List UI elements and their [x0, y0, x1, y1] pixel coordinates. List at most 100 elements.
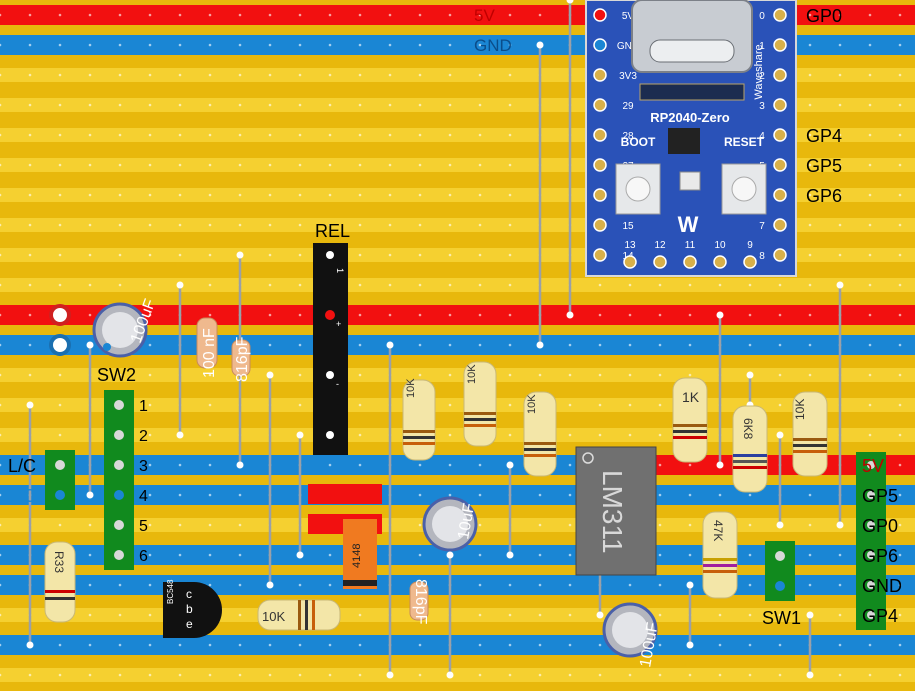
hole	[778, 403, 782, 407]
hole	[478, 13, 482, 17]
hole	[538, 643, 542, 647]
hole	[568, 343, 572, 347]
hole	[448, 163, 452, 167]
hole	[148, 13, 152, 17]
hole	[478, 43, 482, 47]
cap-816pf-top-body	[231, 339, 251, 377]
resistor-10k-bottom-label: 10K	[262, 609, 285, 624]
wire-end	[506, 551, 514, 559]
band	[403, 442, 435, 445]
hole	[118, 373, 122, 377]
band	[524, 442, 556, 445]
hole	[358, 253, 362, 257]
hole	[118, 43, 122, 47]
hole	[568, 553, 572, 557]
hole	[508, 223, 512, 227]
rail-label-gnd: GND	[474, 36, 512, 55]
hole	[418, 133, 422, 137]
hole	[838, 583, 842, 587]
hole	[868, 253, 872, 257]
hole	[898, 673, 902, 677]
hole	[298, 313, 302, 317]
hole	[0, 13, 2, 17]
wire-end	[266, 371, 274, 379]
hole	[718, 643, 722, 647]
hole	[58, 403, 62, 407]
hole	[478, 313, 482, 317]
hole	[88, 223, 92, 227]
hole	[358, 193, 362, 197]
band	[298, 600, 301, 630]
hole	[718, 673, 722, 677]
hole	[238, 613, 242, 617]
hole	[268, 43, 272, 47]
hole	[148, 553, 152, 557]
hole	[298, 673, 302, 677]
hole	[418, 223, 422, 227]
hole	[448, 313, 452, 317]
hole	[28, 103, 32, 107]
hole	[58, 433, 62, 437]
wire-end	[26, 401, 34, 409]
band	[45, 590, 75, 593]
mcu-bottom-pin	[683, 255, 697, 269]
hole	[808, 43, 812, 47]
mcu-brand: Waveshare	[753, 44, 765, 99]
sw2-number: 3	[139, 458, 148, 475]
hole	[658, 493, 662, 497]
wire-end	[566, 0, 574, 4]
wire-end	[806, 671, 814, 679]
band	[733, 466, 767, 469]
hole	[58, 43, 62, 47]
hole	[448, 223, 452, 227]
hole	[748, 523, 752, 527]
band	[403, 436, 435, 439]
hole	[328, 43, 332, 47]
hole	[808, 313, 812, 317]
hole	[88, 613, 92, 617]
hole	[118, 253, 122, 257]
hole	[448, 43, 452, 47]
mcu-left-pin-label: 3V3	[619, 71, 637, 82]
wire-end	[236, 251, 244, 259]
hole	[58, 523, 62, 527]
hole	[898, 643, 902, 647]
hole	[898, 253, 902, 257]
mcu-left-pin-label: 5V	[622, 11, 635, 22]
band	[524, 454, 556, 457]
hole	[448, 253, 452, 257]
hole	[448, 103, 452, 107]
hole	[868, 103, 872, 107]
rgb-led	[679, 171, 701, 191]
hole	[178, 523, 182, 527]
hole	[358, 133, 362, 137]
hole	[538, 13, 542, 17]
band	[524, 448, 556, 451]
hole	[58, 193, 62, 197]
output-label: GP0	[862, 516, 898, 536]
lc-label-1: L/C	[8, 456, 36, 476]
elco-sw2: 100uF	[92, 297, 159, 358]
hole	[748, 583, 752, 587]
rp2040-zero-board: 5VGND3V3292827261514012345678131211109 R…	[585, 0, 797, 277]
hole	[538, 493, 542, 497]
hole	[148, 343, 152, 347]
band	[464, 424, 496, 427]
hole	[208, 403, 212, 407]
hole	[208, 193, 212, 197]
hole	[88, 193, 92, 197]
hole	[598, 283, 602, 287]
jumper-wires	[26, 0, 844, 679]
band	[703, 570, 737, 573]
hole	[658, 553, 662, 557]
rail-label-5v: 5V	[474, 6, 495, 25]
hole	[898, 433, 902, 437]
mcu-bottom-pin-label: 11	[685, 240, 696, 251]
hole	[0, 103, 2, 107]
hole	[688, 673, 692, 677]
hole	[298, 583, 302, 587]
hole	[238, 223, 242, 227]
hole	[118, 583, 122, 587]
hole	[598, 643, 602, 647]
relay-label: REL	[315, 221, 350, 241]
